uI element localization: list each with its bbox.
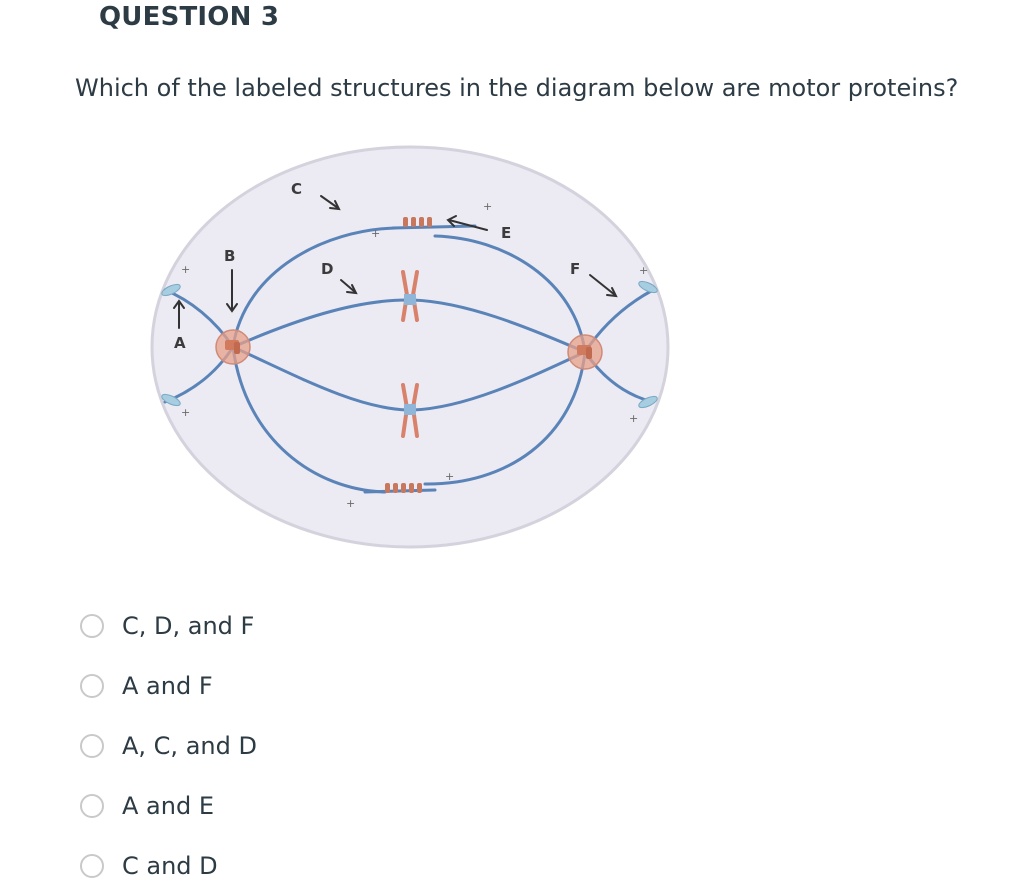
plus-sign: + [346, 497, 355, 510]
label-a: A [174, 334, 186, 352]
plus-sign: + [629, 412, 638, 425]
plus-sign: + [483, 200, 492, 213]
answer-label: A, C, and D [122, 732, 257, 760]
label-f: F [570, 260, 580, 278]
answer-option[interactable]: A and E [80, 776, 257, 836]
mitotic-spindle-diagram: + + + + + + + + A B C D E F [150, 145, 670, 549]
label-c: C [291, 180, 302, 198]
radio-button[interactable] [80, 734, 104, 758]
label-b: B [224, 247, 235, 265]
chromosome-bottom [401, 383, 419, 438]
plus-sign: + [371, 227, 380, 240]
plus-sign: + [181, 263, 190, 276]
question-text: Which of the labeled structures in the d… [75, 74, 959, 102]
label-e: E [501, 224, 511, 242]
answer-option[interactable]: C and D [80, 836, 257, 896]
radio-button[interactable] [80, 674, 104, 698]
plus-sign: + [639, 264, 648, 277]
plus-ends: + + + + + + + + [181, 200, 648, 510]
right-centrosome [567, 334, 603, 370]
spindle-microtubules [231, 224, 587, 494]
answer-option[interactable]: A and F [80, 656, 257, 716]
label-d: D [321, 260, 333, 278]
chromosome-top [401, 270, 419, 322]
plus-sign: + [445, 470, 454, 483]
membrane-anchors [161, 280, 658, 409]
answer-options: C, D, and F A and F A, C, and D A and E … [80, 596, 257, 896]
answer-label: C and D [122, 852, 218, 880]
radio-button[interactable] [80, 854, 104, 878]
radio-button[interactable] [80, 614, 104, 638]
answer-option[interactable]: C, D, and F [80, 596, 257, 656]
question-title: QUESTION 3 [99, 2, 280, 32]
radio-button[interactable] [80, 794, 104, 818]
motor-proteins-top [403, 217, 432, 227]
answer-option[interactable]: A, C, and D [80, 716, 257, 776]
left-centrosome [215, 329, 251, 365]
label-arrows [173, 195, 618, 329]
answer-label: A and F [122, 672, 213, 700]
motor-proteins-bottom [385, 483, 422, 493]
plus-sign: + [181, 406, 190, 419]
answer-label: C, D, and F [122, 612, 255, 640]
answer-label: A and E [122, 792, 214, 820]
